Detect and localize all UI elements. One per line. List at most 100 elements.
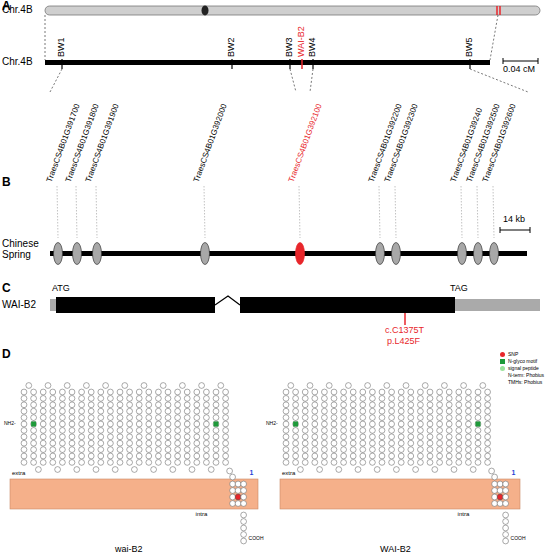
legend-item: N-term: Phobius [500,373,544,378]
residue [146,460,152,466]
residue [69,389,75,395]
residue [341,460,347,466]
marker-name: BW5 [465,37,475,57]
panel-letter: B [2,176,11,189]
legend-spacer [500,380,505,385]
residue [156,408,162,414]
cultivar-name: Chinese Spring [2,238,46,260]
terminus-label: COOH [511,536,526,542]
gene-symbol [93,243,102,265]
side-label: extra [282,470,295,477]
legend-item: N-glyco motif [500,359,537,364]
residue [408,408,414,414]
genetic-map-bar [45,60,490,65]
residue [427,421,433,427]
residue [350,434,356,440]
residue [50,460,56,466]
scale-label: 0.04 cM [503,65,535,75]
utr [50,299,56,311]
residue [50,402,56,408]
residue [69,421,75,427]
residue [127,415,133,421]
residue [175,460,181,466]
residue [470,467,476,473]
residue [146,389,152,395]
residue [136,389,142,395]
region-mark [499,6,501,15]
residue [408,389,414,395]
helix-number: 1 [250,469,254,477]
residue [456,389,462,395]
residue [427,447,433,453]
residue [456,453,462,459]
residue [456,415,462,421]
residue [485,453,491,459]
residue [341,434,347,440]
residue [384,383,390,389]
residue [60,440,66,446]
residue [370,460,376,466]
residue [223,402,229,408]
residue [108,408,114,414]
residue [141,383,147,389]
residue [293,421,299,427]
residue [418,421,424,427]
residue [165,396,171,402]
residue [175,440,181,446]
chromosome-name: Chr.4B [2,56,33,67]
residue [50,421,56,427]
residue [341,389,347,395]
residue [398,460,404,466]
residue [21,440,27,446]
residue [370,434,376,440]
residue [422,383,428,389]
residue [175,428,181,434]
residue [418,428,424,434]
residue [322,460,328,466]
residue [341,428,347,434]
residue [31,402,37,408]
residue [322,453,328,459]
helix-number: 1 [512,469,516,477]
residue [117,421,123,427]
residue [408,428,414,434]
residue [427,415,433,421]
residue [241,501,247,507]
residue [503,519,509,525]
residue [184,415,190,421]
residue [223,453,229,459]
residue [427,389,433,395]
residue [230,488,236,494]
residue [293,396,299,402]
mutation-label: p.L425F [387,337,420,347]
residue [40,460,46,466]
glyco-residue [293,422,298,427]
residue [350,421,356,427]
residue [64,383,70,389]
residue [88,460,94,466]
residue [331,396,337,402]
residue [88,447,94,453]
residue [389,408,395,414]
residue [223,460,229,466]
residue [175,453,181,459]
residue [283,434,289,440]
marker-ticks [62,59,470,69]
residue [204,415,210,421]
gene-symbol [490,243,499,265]
residue [370,453,376,459]
residue [360,389,366,395]
gene-symbol [458,243,467,265]
residue [350,389,356,395]
residue [204,434,210,440]
residue [79,396,85,402]
residue [475,408,481,414]
residue [485,440,491,446]
residue [312,428,318,434]
residue [60,402,66,408]
residue [446,440,452,446]
protein-name: WAI-B2 [380,545,411,555]
residue [360,440,366,446]
residue [108,434,114,440]
